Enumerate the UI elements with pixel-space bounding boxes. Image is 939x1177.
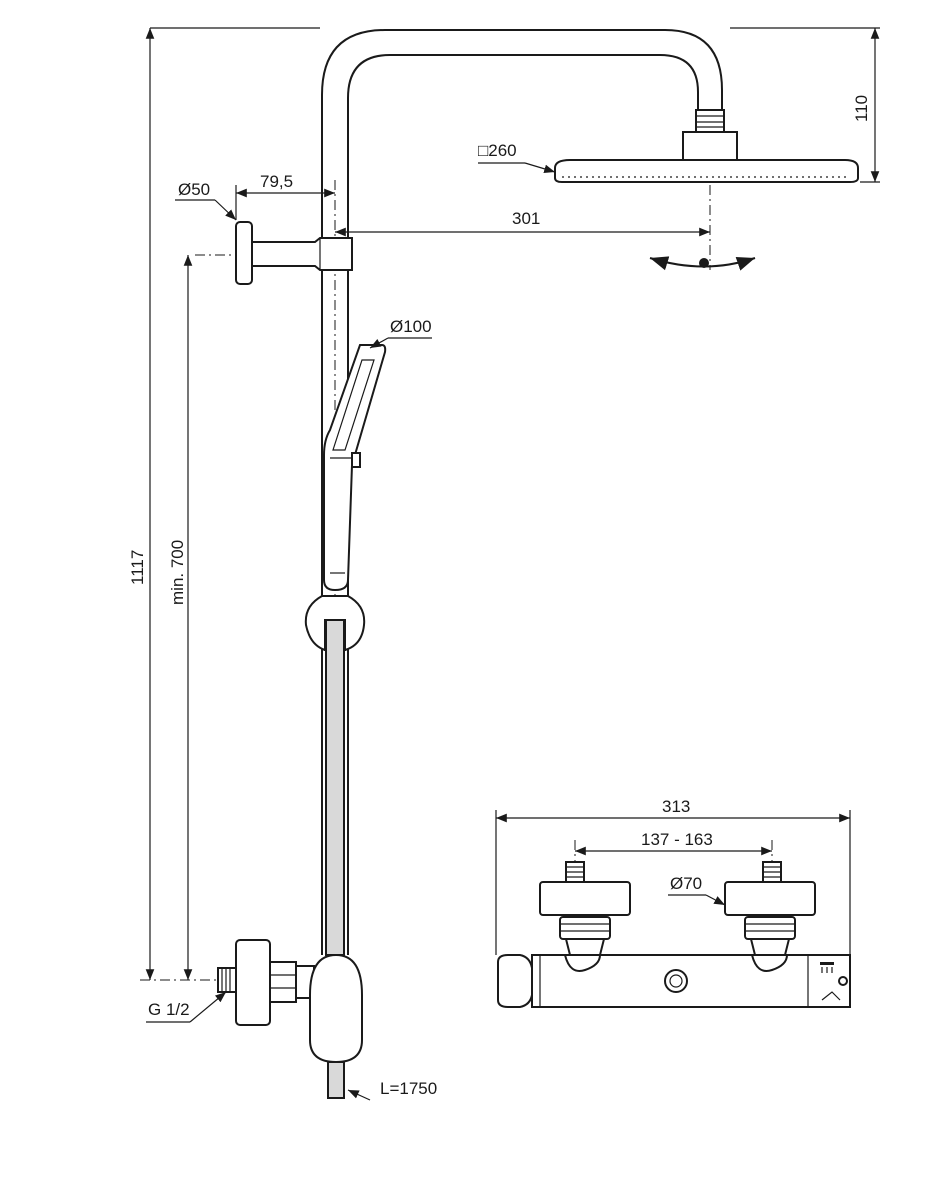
dim-bracket-diameter-label: Ø50 — [178, 180, 210, 199]
dim-mixer-width-label: 313 — [662, 797, 690, 816]
dim-mixer-centres-label: 137 - 163 — [641, 830, 713, 849]
dim-head-size: □260 — [478, 141, 556, 174]
dim-inlet-thread-label: G 1/2 — [148, 1000, 190, 1019]
dim-cover-diameter: Ø70 — [668, 874, 726, 906]
dim-hose-length-label: L=1750 — [380, 1079, 437, 1098]
dim-arm-length: 301 — [335, 209, 710, 237]
dim-head-size-label: □260 — [478, 141, 517, 160]
dim-handshower-diameter-label: Ø100 — [390, 317, 432, 336]
dim-min-height: min. 700 — [168, 255, 193, 980]
mixer-front-view — [497, 840, 851, 1008]
dim-arm-length-label: 301 — [512, 209, 540, 228]
shower-hose — [325, 619, 345, 956]
dim-bracket-offset-label: 79,5 — [260, 172, 293, 191]
dim-bracket-diameter: Ø50 — [175, 180, 237, 221]
hand-shower — [323, 344, 387, 592]
dim-cover-diameter-label: Ø70 — [670, 874, 702, 893]
shower-head — [554, 109, 859, 270]
swivel-arrow-icon — [649, 256, 756, 271]
wall-bracket — [195, 221, 353, 285]
dim-hose-length: L=1750 — [347, 1079, 437, 1101]
mixer-side-view — [140, 939, 363, 1099]
dim-bracket-offset: 79,5 — [235, 172, 335, 220]
shower-symbol-icon — [820, 962, 834, 973]
dim-total-height: 1117 — [128, 27, 320, 980]
dim-mixer-centres: 137 - 163 — [575, 830, 772, 856]
dim-handshower-diameter: Ø100 — [369, 317, 432, 349]
dim-mixer-width: 313 — [495, 797, 851, 955]
dim-head-drop-label: 110 — [852, 95, 871, 122]
dim-min-height-label: min. 700 — [168, 540, 187, 605]
flow-symbol-icon — [821, 991, 841, 1001]
dim-total-height-label: 1117 — [128, 550, 147, 585]
dim-head-drop: 110 — [730, 27, 880, 183]
mixer-indicator — [838, 976, 848, 986]
shower-column — [321, 29, 723, 955]
dim-inlet-thread: G 1/2 — [146, 991, 227, 1023]
